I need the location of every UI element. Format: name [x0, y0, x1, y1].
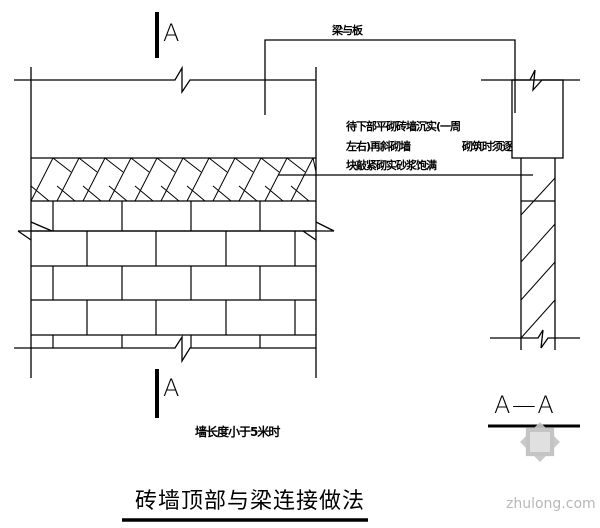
watermark-text: zhulong.com [506, 496, 596, 512]
hatch-stroke [312, 157, 317, 173]
hatch-stroke [156, 157, 176, 173]
beam-slab-leader [264, 39, 516, 115]
hatch-stroke [134, 185, 154, 202]
hatch-stroke [56, 185, 76, 202]
note-line-2b: 砌筑时须逐 [462, 140, 513, 153]
section-view [481, 69, 580, 350]
hatch-stroke [108, 157, 132, 202]
hatch-stroke [264, 157, 288, 202]
section-title: A—A [494, 391, 556, 419]
hatch-stroke [290, 157, 314, 202]
hatch-stroke [52, 157, 72, 173]
bottom-break-line [14, 334, 316, 364]
hatch-stroke [238, 157, 262, 202]
hatch-stroke [134, 157, 158, 202]
note-line-3: 块敲紧砌实砂浆饱满 [346, 159, 437, 172]
hatch-stroke [186, 185, 206, 202]
hatch-stroke [30, 157, 54, 202]
hatch-stroke [56, 157, 80, 202]
hatch-stroke [82, 157, 106, 202]
hatch-stroke [212, 157, 236, 202]
hatch-stroke [186, 157, 210, 202]
beam-slab-label: 梁与板 [332, 24, 363, 37]
watermark-logo [520, 422, 560, 462]
hatch-stroke [260, 157, 280, 173]
note-line-1: 待下部平砌砖墙沉实(一周 [346, 120, 461, 133]
hatch-stroke [264, 185, 284, 202]
beam-section [511, 79, 564, 159]
note-line-2: 左右)再斜砌墙 [346, 140, 411, 153]
section-mark-bottom-label: A [163, 374, 180, 402]
hatch-stroke [290, 185, 310, 202]
hatch-stroke [182, 157, 202, 173]
hatch-stroke [104, 157, 124, 173]
hatch-stroke [30, 185, 50, 202]
hatch-stroke [130, 157, 150, 173]
brick-courses [31, 201, 316, 348]
hatch-stroke [286, 157, 306, 173]
hatch-stroke [212, 185, 232, 202]
top-break-line [14, 65, 316, 95]
diagonal-brick-hatch [30, 157, 317, 202]
hatch-stroke [160, 157, 184, 202]
elevation-wall [14, 65, 335, 378]
wall-length-note: 墙长度小于5米时 [195, 425, 280, 439]
section-hatch-stroke [520, 261, 556, 301]
drawing-title: 砖墙顶部与梁连接做法 [135, 489, 366, 514]
section-hatch-stroke [520, 299, 556, 339]
section-hatch-stroke [520, 177, 556, 216]
hatch-stroke [160, 185, 180, 202]
hatch-stroke [108, 185, 128, 202]
section-mark-bottom-bar [155, 369, 159, 418]
section-mark-top-bar [155, 12, 159, 58]
section-mark-top-label: A [163, 19, 180, 47]
hatch-stroke [78, 157, 98, 173]
hatch-stroke [82, 185, 102, 202]
hatch-stroke [234, 157, 254, 173]
hatch-stroke [238, 185, 258, 202]
hatch-stroke [208, 157, 228, 173]
section-hatch-stroke [520, 223, 556, 263]
